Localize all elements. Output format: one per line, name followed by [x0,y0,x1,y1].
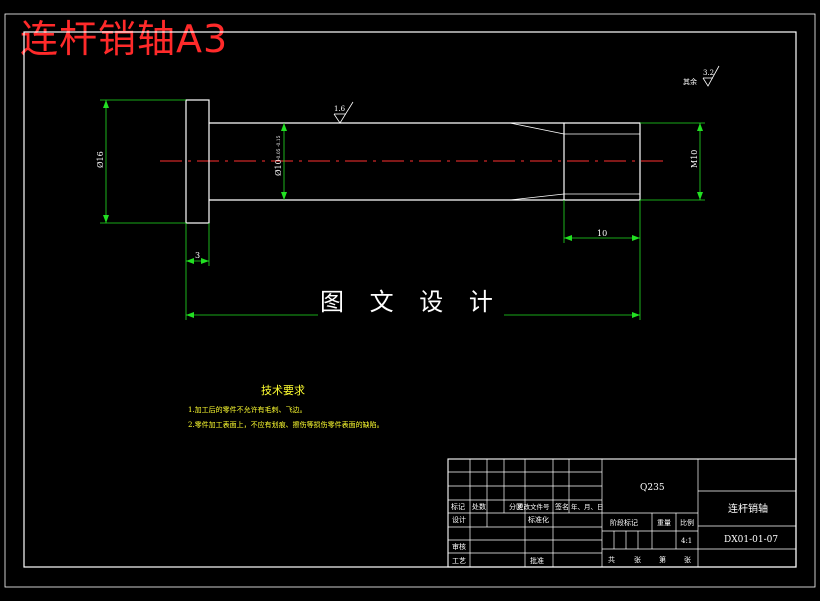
dim-thread: M10 [690,150,699,168]
arrow [697,123,703,131]
tb-count: 处数 [472,502,486,511]
arrow [281,192,287,200]
thread-runout-top [509,122,565,135]
tb-mark: 标记 [451,502,465,511]
tb-approve: 批准 [530,556,544,565]
tb-stage-mark: 阶段标记 [610,518,638,527]
tech-req-item: 1.加工后的零件不允许有毛刺、飞边。 [188,405,307,414]
tb-scale-value: 4:1 [681,537,692,545]
pin-shaft-top [209,122,641,201]
tb-signature: 签名 [555,502,569,511]
roughness-symbol-shaft [333,101,354,124]
arrow [632,312,640,318]
pin-head [185,99,210,224]
tb-change-doc: 更改文件号 [517,502,550,511]
title-watermark: 连杆销轴A3 [20,17,229,61]
tb-date: 年、月、日 [571,502,604,511]
inner-frame [23,31,797,568]
dim-shaft-tolerance: -0.05 -0.15 [276,135,282,160]
tech-req-heading: 技术要求 [261,384,305,397]
tb-part-name: 连杆销轴 [728,502,768,515]
tb-total: 共 [608,555,615,564]
dimension-arrows [103,100,703,318]
roughness-shaft-value: 1.6 [334,105,346,113]
arrow [186,258,194,264]
tb-process: 工艺 [452,557,466,565]
arrow [186,312,194,318]
pin-outline [185,99,641,224]
arrow [281,123,287,131]
title-block-texts: 标记 处数 分区 更改文件号 签名 年、月、日 设计 标准化 审核 工艺 批准 … [451,483,778,565]
arrow [564,235,572,241]
tb-sheets: 张 [634,555,641,564]
tb-review: 审核 [452,542,466,551]
tb-design: 设计 [452,515,466,524]
tb-standardization: 标准化 [528,515,549,524]
tb-scale: 比例 [680,518,694,527]
center-label: 图 文 设 计 [318,284,504,320]
tb-zone: 分区 [509,502,523,511]
outer-frame [4,13,816,588]
roughness-symbol-general [702,65,720,87]
dim-thread-length: 10 [597,229,607,238]
tb-drawing-number: DX01-01-07 [724,535,778,545]
arrow [697,192,703,200]
tech-req-item: 2.零件加工表面上，不应有划痕、擦伤等损伤零件表面的缺陷。 [188,420,384,429]
tb-material: Q235 [640,483,665,493]
arrow [201,258,209,264]
thread-runout-bottom [509,193,565,201]
dim-head-thickness: 3 [195,251,200,260]
arrow [632,235,640,241]
tb-weight: 重量 [657,519,671,527]
roughness-other-label: 其余 [683,77,697,86]
arrow [103,215,109,223]
dim-shaft-diameter: Ø10 [274,159,283,176]
arrow [103,100,109,108]
tb-sheet: 张 [684,555,691,564]
dim-head-diameter: Ø16 [96,151,105,168]
dimension-texts: Ø16 Ø10 -0.05 -0.15 M10 3 10 [96,135,699,260]
title-block [447,458,797,568]
roughness-other-value: 3.2 [703,69,714,77]
tb-no: 第 [659,555,666,564]
